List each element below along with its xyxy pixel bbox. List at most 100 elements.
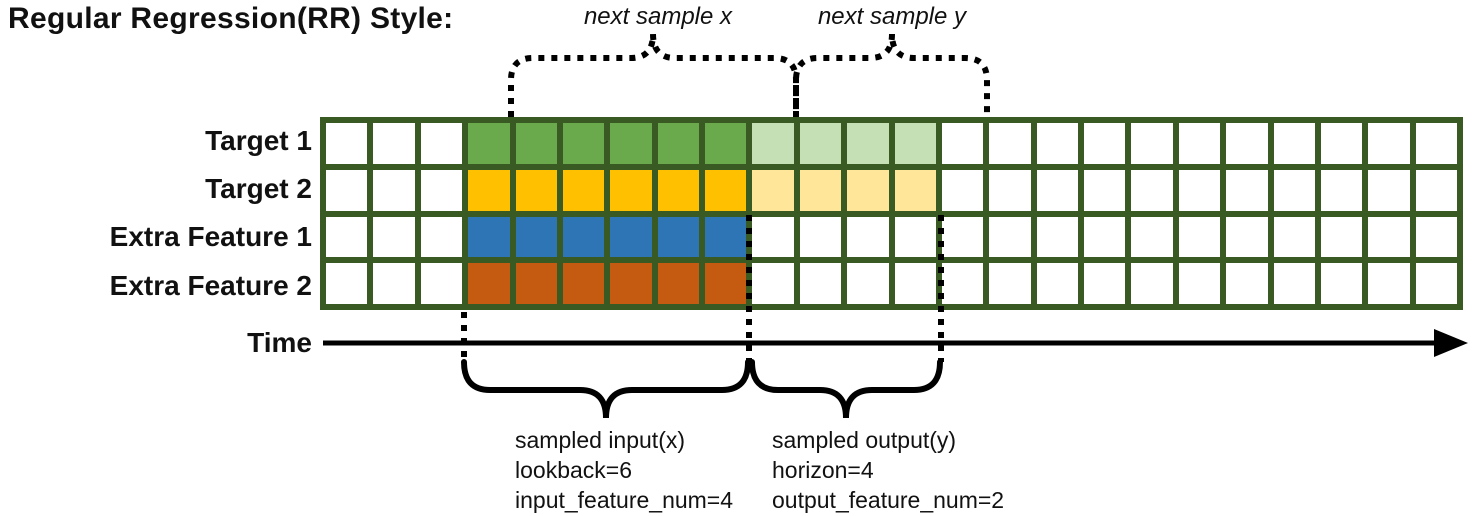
grid-cell (799, 216, 842, 258)
grid-cell (1273, 169, 1315, 211)
grid-cell (1036, 263, 1078, 304)
grid-cell (705, 123, 747, 164)
horizon-value: horizon=4 (772, 457, 874, 483)
time-axis-label: Time (247, 327, 312, 358)
grid-cell (847, 263, 889, 304)
grid-cell (515, 169, 557, 211)
grid-cell (1084, 216, 1126, 258)
grid-cell (515, 216, 557, 258)
grid-cell (1320, 263, 1363, 304)
grid-cell (1368, 123, 1410, 164)
time-axis-arrow (323, 329, 1468, 357)
grid-cell (657, 169, 699, 211)
grid-cell (1178, 216, 1221, 258)
grid-cell (468, 169, 510, 211)
grid-cell (799, 123, 842, 164)
grid-cell (326, 123, 368, 164)
grid-cell (1415, 169, 1457, 211)
grid-cell (562, 216, 605, 258)
grid-cell (1036, 123, 1078, 164)
row-label-target-2: Target 2 (205, 173, 312, 204)
grid-cell (1226, 216, 1268, 258)
grid-cell (1131, 169, 1173, 211)
grid-cell (989, 216, 1031, 258)
grid-cell (1131, 216, 1173, 258)
sampled-input-annotation: sampled input(x) lookback=6 input_featur… (515, 425, 733, 515)
grid-cell (562, 169, 605, 211)
grid-cell (610, 216, 652, 258)
grid-cell (1178, 263, 1221, 304)
grid-cell (1178, 169, 1221, 211)
next-sample-x-label: next sample x (583, 3, 733, 30)
grid-cell (1226, 169, 1268, 211)
grid-cell (989, 123, 1031, 164)
sampled-input-brace (461, 359, 751, 419)
grid-cell (1273, 123, 1315, 164)
sample-grid (320, 117, 1463, 310)
grid-cell (1084, 263, 1126, 304)
sampled-output-brace (749, 359, 943, 419)
output-feature-num-value: output_feature_num=2 (772, 487, 1005, 513)
lookback-value: lookback=6 (515, 457, 632, 483)
grid-cell (1036, 169, 1078, 211)
grid-cell (752, 169, 794, 211)
grid-cell (705, 216, 747, 258)
grid-cell (989, 169, 1031, 211)
grid-cell (1273, 216, 1315, 258)
grid-cell (420, 263, 463, 304)
diagram-title: Regular Regression(RR) Style: (8, 2, 454, 35)
grid-cell (941, 169, 984, 211)
next-sample-x-brace (508, 33, 799, 117)
grid-cell (1368, 216, 1410, 258)
grid-cell (468, 123, 510, 164)
grid-cell (1320, 123, 1363, 164)
grid-cell (562, 263, 605, 304)
grid-cell (847, 169, 889, 211)
grid-cell (894, 263, 936, 304)
grid-cell (1368, 263, 1410, 304)
grid-cell (1036, 216, 1078, 258)
grid-cell (1415, 216, 1457, 258)
grid-cell (705, 263, 747, 304)
grid-cell (420, 169, 463, 211)
grid-cell (657, 263, 699, 304)
grid-cell (420, 216, 463, 258)
grid-cell (1178, 123, 1221, 164)
sampled-input-title: sampled input(x) (515, 427, 686, 453)
grid-cell (515, 123, 557, 164)
grid-cell (1131, 263, 1173, 304)
grid-cell (1226, 263, 1268, 304)
grid-cell (468, 263, 510, 304)
row-label-extra-feature-1: Extra Feature 1 (109, 221, 312, 252)
grid-cell (657, 216, 699, 258)
grid-cell (941, 263, 984, 304)
grid-cell (373, 123, 415, 164)
grid-cell (468, 216, 510, 258)
grid-cell (847, 216, 889, 258)
grid-cell (894, 216, 936, 258)
grid-cell (326, 216, 368, 258)
grid-cell (420, 123, 463, 164)
row-label-target-1: Target 1 (205, 125, 312, 156)
grid-cell (1415, 123, 1457, 164)
sampled-output-annotation: sampled output(y) horizon=4 output_featu… (772, 425, 1004, 515)
grid-cell (894, 123, 936, 164)
grid-cell (1226, 123, 1268, 164)
grid-cell (610, 169, 652, 211)
grid-cell (373, 169, 415, 211)
grid-cell (1084, 169, 1126, 211)
grid-cell (326, 263, 368, 304)
grid-cell (562, 123, 605, 164)
grid-cell (752, 263, 794, 304)
grid-cell (752, 123, 794, 164)
grid-cell (989, 263, 1031, 304)
grid-cell (752, 216, 794, 258)
grid-cell (941, 123, 984, 164)
grid-cell (1415, 263, 1457, 304)
grid-cell (515, 263, 557, 304)
grid-cell (373, 263, 415, 304)
sampled-output-title: sampled output(y) (772, 427, 957, 453)
grid-cell (941, 216, 984, 258)
next-sample-y-label: next sample y (817, 3, 967, 30)
